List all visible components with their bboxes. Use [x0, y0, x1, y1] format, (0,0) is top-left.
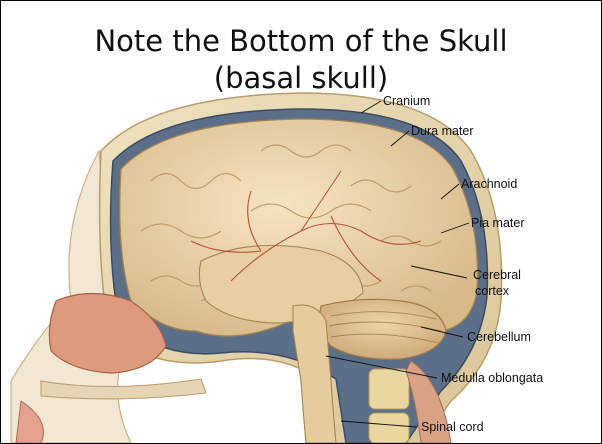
title-line-2: (basal skull) — [1, 60, 601, 97]
vertebra — [369, 369, 409, 409]
vertebra — [369, 413, 409, 443]
label-pia-mater: Pia mater — [471, 216, 525, 230]
label-spinal-cord: Spinal cord — [421, 420, 484, 434]
cerebellum-shape — [320, 299, 446, 359]
label-arachnoid: Arachnoid — [461, 177, 517, 191]
label-cerebral-line2: cortex — [475, 284, 510, 298]
title-line-1: Note the Bottom of the Skull — [1, 23, 601, 60]
label-medulla-oblongata: Medulla oblongata — [441, 371, 543, 385]
label-cerebral-line1: Cerebral — [473, 268, 521, 282]
label-dura-mater: Dura mater — [411, 124, 474, 138]
label-cerebellum: Cerebellum — [467, 330, 531, 344]
slide-title: Note the Bottom of the Skull (basal skul… — [1, 23, 601, 97]
